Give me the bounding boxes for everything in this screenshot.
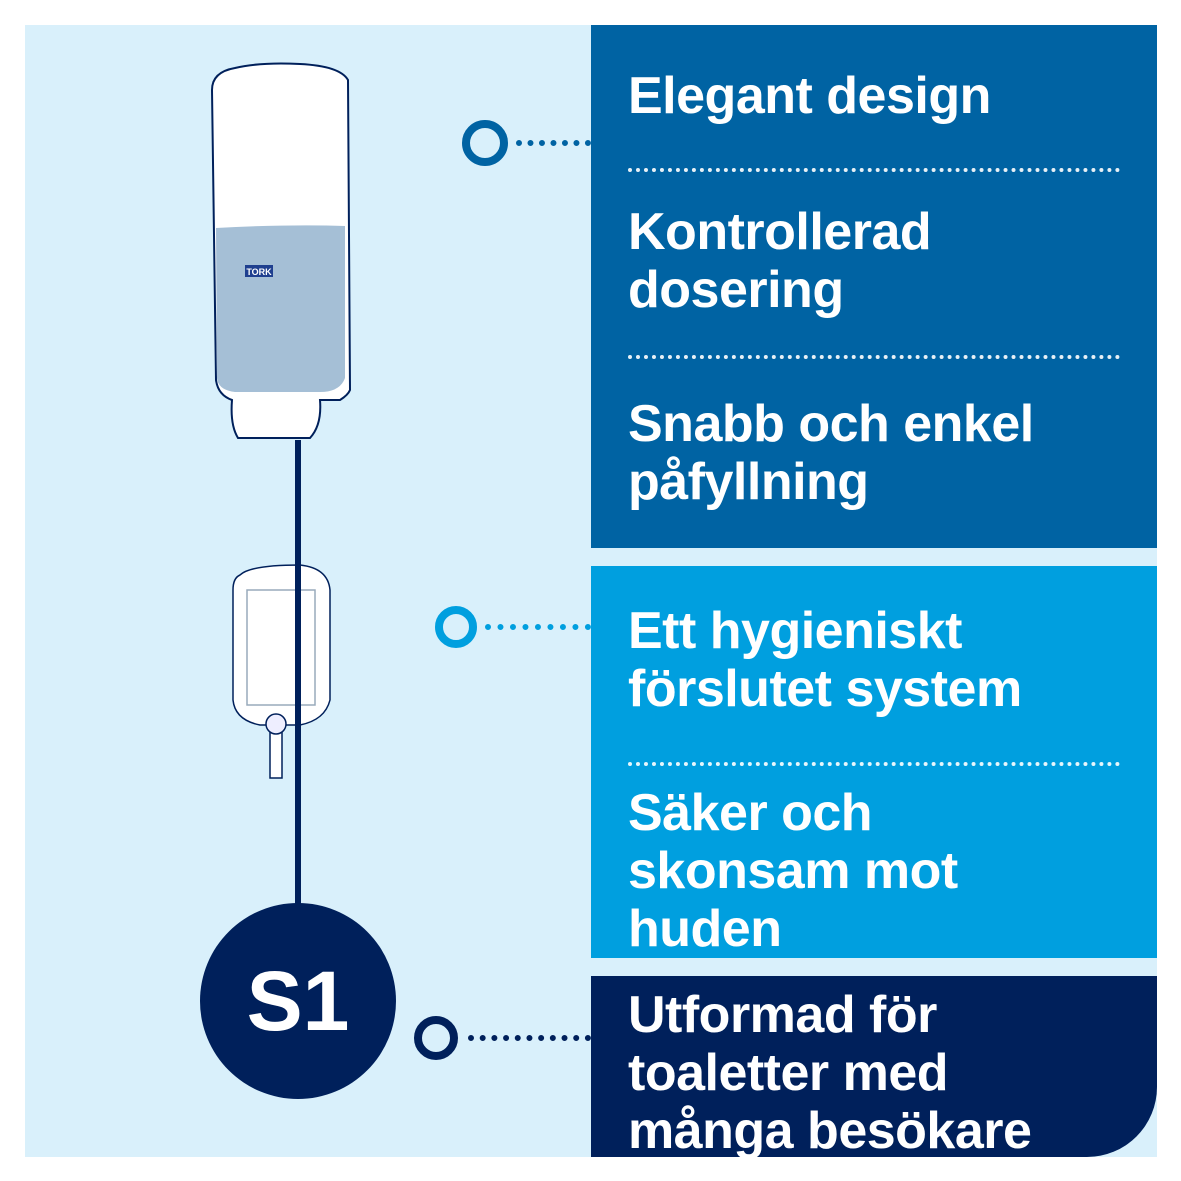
tork-logo	[245, 265, 273, 277]
callout-circle-icon	[435, 606, 477, 648]
callout-dots	[516, 140, 591, 146]
callout-dots	[468, 1035, 591, 1041]
divider	[628, 762, 1120, 766]
divider	[628, 168, 1120, 172]
feature-text: Säker och skonsam mot huden	[628, 784, 958, 958]
feature-text: Utformad för toaletter med många besökar…	[628, 986, 1032, 1160]
feature-panel-2: Ett hygieniskt förslutet system Säker oc…	[591, 566, 1157, 958]
s1-badge: S1	[200, 903, 396, 1099]
soap-dispenser-illustration: TORK	[210, 62, 352, 779]
callout-circle-icon	[462, 120, 508, 166]
feature-text: Ett hygieniskt förslutet system	[628, 602, 1022, 718]
svg-text:TORK: TORK	[246, 267, 272, 277]
feature-panel-1: Elegant design Kontrollerad dosering Sna…	[591, 25, 1157, 548]
feature-panel-3: Utformad för toaletter med många besökar…	[591, 976, 1157, 1160]
connector-line	[295, 440, 301, 910]
feature-text: Snabb och enkel påfyllning	[628, 395, 1034, 511]
callout-dots	[485, 624, 591, 630]
feature-text: Kontrollerad dosering	[628, 203, 932, 319]
divider	[628, 355, 1120, 359]
callout-circle-icon	[414, 1016, 458, 1060]
feature-text: Elegant design	[628, 67, 991, 125]
